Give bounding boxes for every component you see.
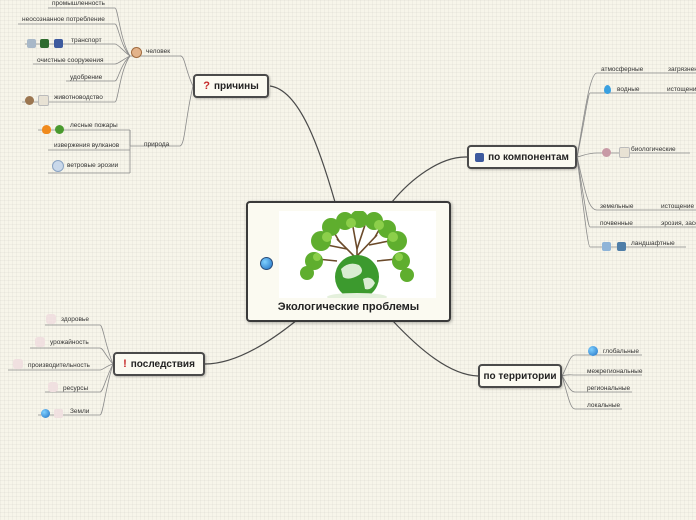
node-causes-label: причины bbox=[213, 80, 259, 92]
earth-icon bbox=[41, 409, 50, 419]
landscape-icon bbox=[602, 242, 611, 252]
grid-icon bbox=[475, 152, 485, 162]
bio-icons bbox=[602, 144, 631, 162]
transport-icons bbox=[27, 35, 63, 53]
topic-water-depletion[interactable]: истощение bbox=[667, 86, 696, 93]
question-icon: ? bbox=[203, 80, 210, 92]
topic-human[interactable]: человек bbox=[146, 48, 171, 55]
topic-productivity[interactable]: производительность bbox=[28, 362, 90, 369]
topic-volcanoes[interactable]: извержения вулканов bbox=[54, 142, 120, 149]
landscape-icons bbox=[602, 238, 627, 256]
node-components-label: по компонентам bbox=[488, 151, 569, 163]
topic-atmospheric[interactable]: атмосферные bbox=[601, 66, 644, 73]
topic-land[interactable]: земельные bbox=[600, 203, 634, 210]
topic-forest-fires[interactable]: лесные пожары bbox=[70, 122, 118, 129]
cow-icon bbox=[25, 96, 34, 106]
topic-nature[interactable]: природа bbox=[144, 141, 170, 148]
root-title: Экологические проблемы bbox=[277, 301, 420, 313]
node-consequences-label: последствия bbox=[130, 358, 195, 370]
wind-icon bbox=[52, 160, 64, 172]
thumb-icon bbox=[46, 314, 56, 324]
topic-regional[interactable]: региональные bbox=[587, 385, 631, 392]
topic-fertilizer[interactable]: удобрение bbox=[70, 74, 103, 81]
topic-resources[interactable]: ресурсы bbox=[63, 385, 89, 392]
earth-icons bbox=[41, 405, 64, 423]
node-territory-label: по территории bbox=[483, 370, 557, 382]
water-drop-icon bbox=[604, 85, 611, 94]
topic-global[interactable]: глобальные bbox=[603, 348, 639, 355]
node-components[interactable]: по компонентам bbox=[467, 145, 577, 169]
topic-soil[interactable]: почвенные bbox=[600, 220, 633, 227]
nature-fire-icons bbox=[42, 121, 65, 139]
human-icon bbox=[131, 47, 142, 58]
topic-atm-pollution[interactable]: загрязнен bbox=[668, 66, 696, 73]
root-node[interactable]: Экологические проблемы bbox=[246, 201, 451, 322]
earth-icon bbox=[588, 346, 598, 356]
tree-icon bbox=[55, 125, 65, 135]
topic-livestock[interactable]: животноводство bbox=[54, 94, 103, 101]
truck-icon bbox=[40, 39, 50, 49]
topic-industry[interactable]: промышленность bbox=[52, 0, 105, 7]
node-territory[interactable]: по территории bbox=[478, 364, 562, 388]
plane-icon bbox=[27, 39, 36, 49]
thumb-icon bbox=[54, 409, 64, 419]
topic-yield[interactable]: урожайность bbox=[50, 339, 89, 346]
topic-land-depletion[interactable]: истощение н bbox=[661, 203, 696, 210]
topic-transport[interactable]: транспорт bbox=[71, 37, 102, 44]
topic-health[interactable]: здоровье bbox=[61, 316, 89, 323]
fire-icon bbox=[42, 125, 51, 135]
exclamation-icon: ! bbox=[123, 358, 127, 370]
topic-treatment[interactable]: очистные сооружения bbox=[37, 57, 104, 64]
city-icon bbox=[617, 242, 627, 252]
topic-earth[interactable]: Земли bbox=[70, 408, 90, 415]
node-consequences[interactable]: ! последствия bbox=[113, 352, 205, 376]
sheep-icon bbox=[38, 95, 50, 107]
topic-landscape[interactable]: ландшафтные bbox=[631, 240, 675, 247]
topic-biological[interactable]: биологические bbox=[631, 146, 676, 153]
livestock-icons bbox=[25, 92, 50, 110]
node-causes[interactable]: ? причины bbox=[193, 74, 269, 98]
globe-icon bbox=[260, 257, 273, 270]
thumb-icon bbox=[13, 359, 23, 369]
topic-consumption[interactable]: неосознанное потребление bbox=[22, 16, 105, 23]
topic-local[interactable]: локальные bbox=[587, 402, 621, 409]
animal-icon bbox=[602, 148, 611, 158]
plant-icon bbox=[619, 147, 631, 159]
topic-water[interactable]: водные bbox=[617, 86, 640, 93]
topic-wind-erosion[interactable]: ветровые эрозии bbox=[67, 162, 119, 169]
eco-globe-image bbox=[279, 211, 436, 298]
thumb-icon bbox=[48, 382, 58, 392]
thumb-icon bbox=[35, 337, 45, 347]
topic-interregional[interactable]: межрегиональные bbox=[587, 368, 643, 375]
train-icon bbox=[53, 39, 63, 49]
topic-soil-erosion[interactable]: эрозия, засо bbox=[661, 220, 696, 227]
